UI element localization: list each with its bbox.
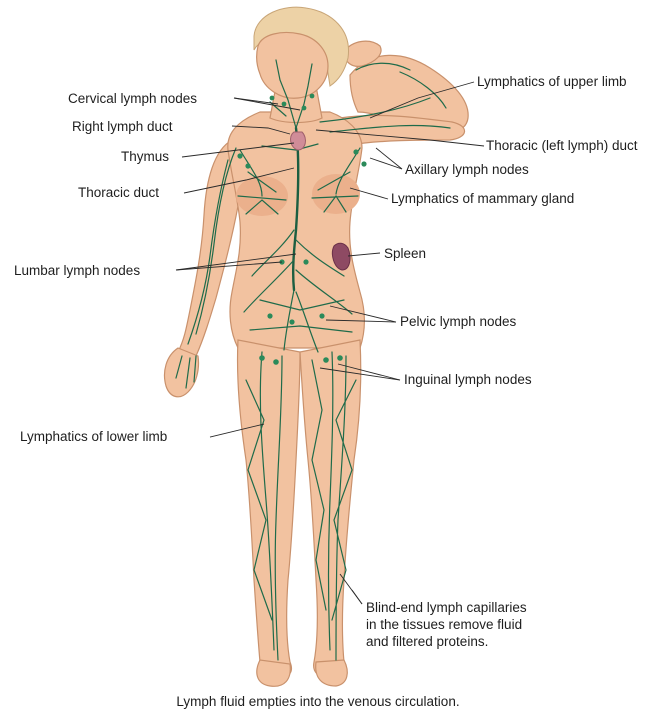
face bbox=[257, 33, 328, 99]
hanging-arm bbox=[178, 140, 238, 356]
label-blind-end-line-3: and filtered proteins. bbox=[366, 634, 488, 649]
label-spleen: Spleen bbox=[384, 246, 426, 261]
label-thoracic-duct: Thoracic duct bbox=[78, 185, 159, 200]
left-hand bbox=[165, 348, 199, 397]
left-leg bbox=[237, 340, 300, 678]
label-lymphatics-lower-limb: Lymphatics of lower limb bbox=[20, 429, 167, 444]
right-foot bbox=[316, 660, 348, 686]
label-lumbar-lymph-nodes: Lumbar lymph nodes bbox=[14, 263, 140, 278]
label-cervical-lymph-nodes: Cervical lymph nodes bbox=[68, 91, 197, 106]
thymus-organ bbox=[291, 132, 306, 150]
label-blind-end-line-1: Blind-end lymph capillaries bbox=[366, 600, 527, 615]
figure-caption: Lymph fluid empties into the venous circ… bbox=[176, 694, 459, 709]
left-foot bbox=[257, 660, 290, 686]
label-axillary-lymph-nodes: Axillary lymph nodes bbox=[405, 162, 529, 177]
label-lymphatics-mammary-gland: Lymphatics of mammary gland bbox=[391, 191, 574, 206]
label-thymus: Thymus bbox=[121, 149, 169, 164]
label-pelvic-lymph-nodes: Pelvic lymph nodes bbox=[400, 314, 517, 329]
label-lymphatics-upper-limb: Lymphatics of upper limb bbox=[477, 74, 627, 89]
label-inguinal-lymph-nodes: Inguinal lymph nodes bbox=[404, 372, 532, 387]
label-thoracic-left-duct: Thoracic (left lymph) duct bbox=[486, 138, 638, 153]
label-blind-end-line-2: in the tissues remove fluid bbox=[366, 617, 522, 632]
right-leg bbox=[300, 340, 361, 678]
label-right-lymph-duct: Right lymph duct bbox=[72, 119, 173, 134]
